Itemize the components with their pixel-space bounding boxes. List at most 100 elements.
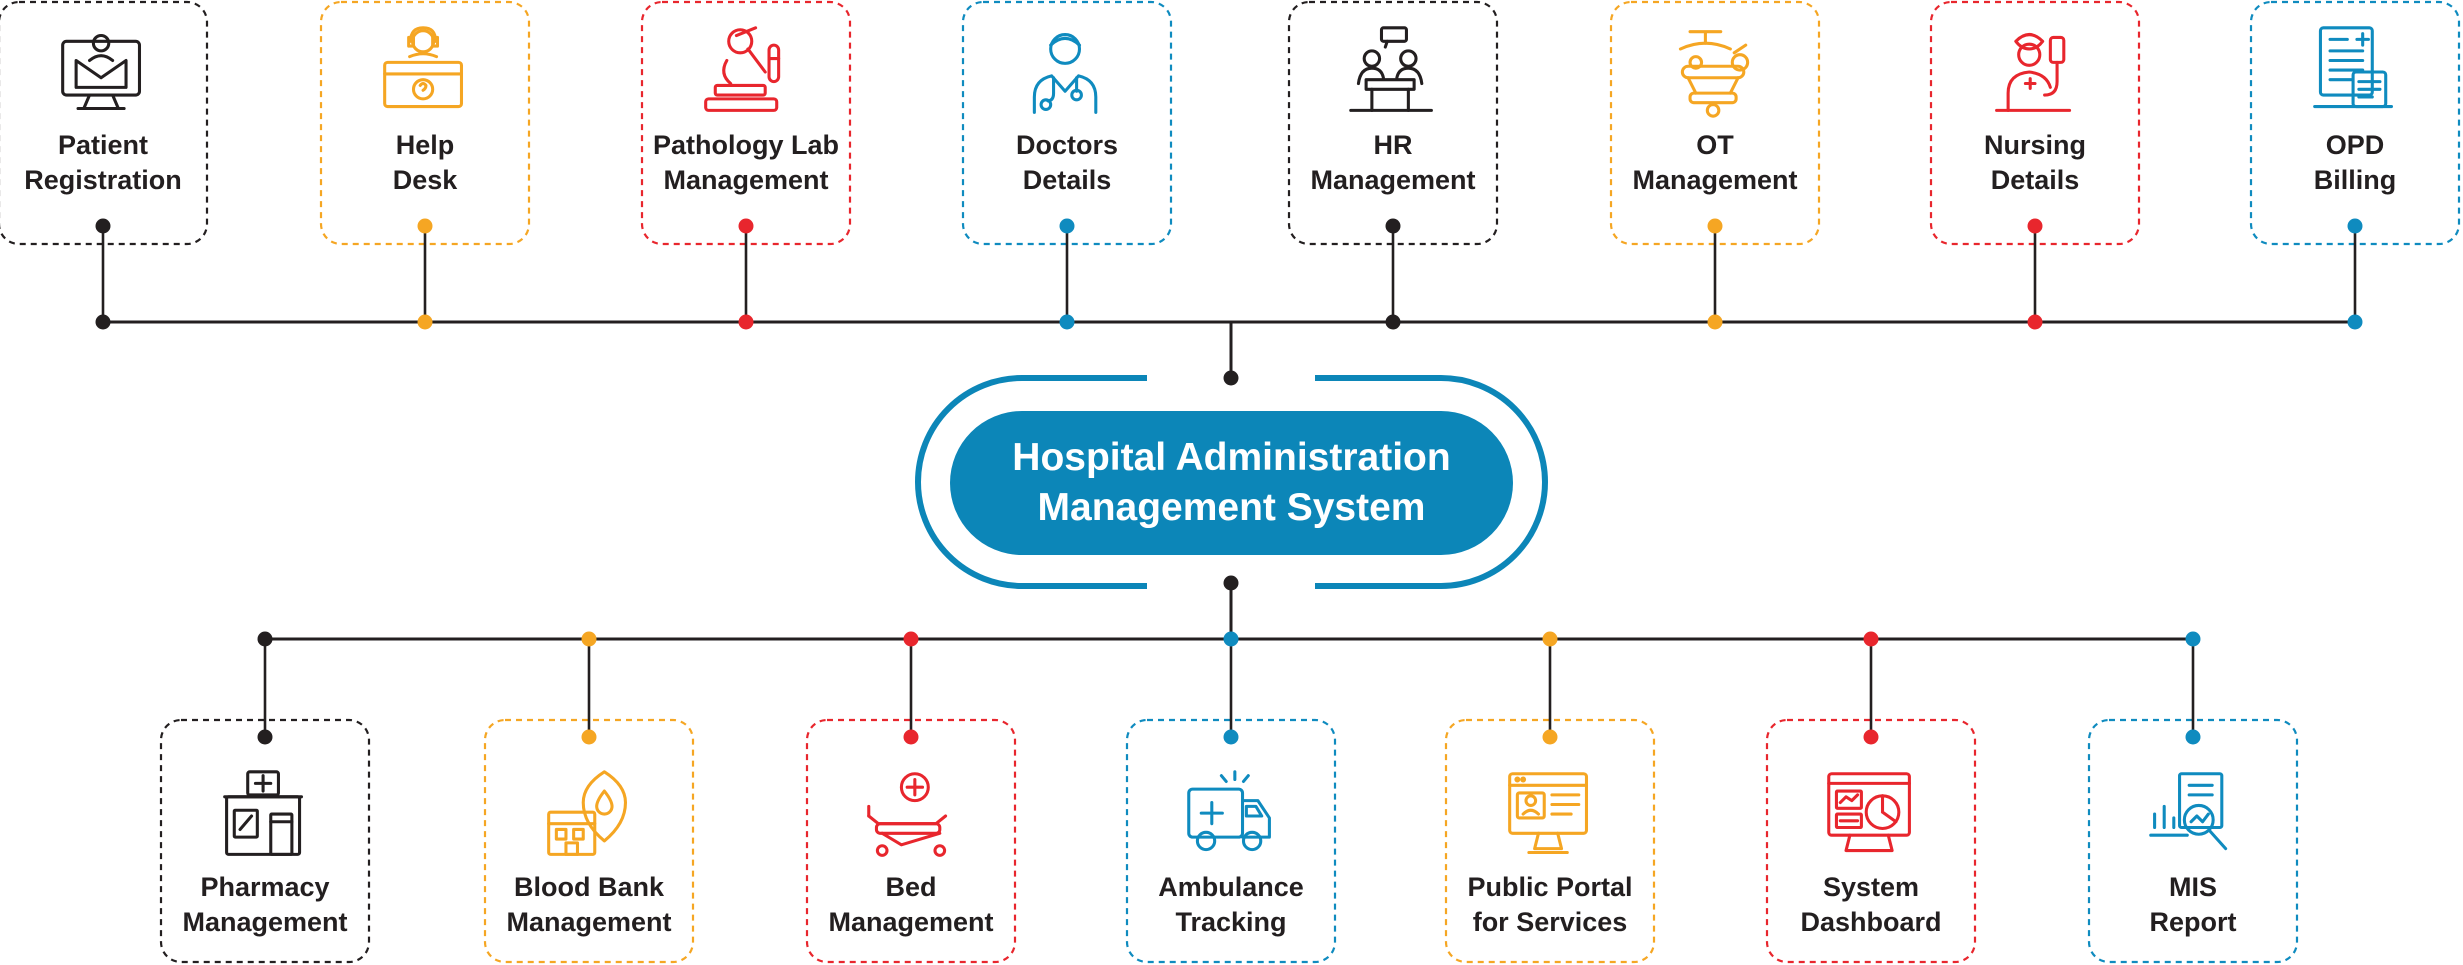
- module-top-4: [1287, 0, 1499, 246]
- module-box: [159, 718, 371, 964]
- module-label-line: Management: [182, 907, 348, 937]
- module-top-0: [0, 0, 209, 246]
- module-bottom-1: [483, 718, 695, 964]
- doctor-icon: [1032, 33, 1098, 114]
- module-label-line: Help: [395, 130, 455, 160]
- module-box: [2087, 718, 2299, 964]
- module-label-line: Nursing: [1983, 130, 2086, 160]
- module-box: [1929, 0, 2141, 246]
- module-label-line: Management: [506, 907, 672, 937]
- connector-dot: [581, 631, 597, 647]
- connector-dot: [1863, 631, 1879, 647]
- module-label-line: Bed: [885, 872, 937, 902]
- hub-title-line-2: Management System: [1037, 486, 1426, 529]
- module-label: Public Portal for Services: [1446, 870, 1654, 940]
- connector-dot: [2347, 218, 2363, 234]
- module-label-line: Public Portal: [1467, 872, 1633, 902]
- module-label-line: for Services: [1472, 907, 1628, 937]
- connector-dot: [2185, 729, 2201, 745]
- module-top-2: [640, 0, 852, 246]
- module-label-line: MIS: [2168, 872, 2217, 902]
- module-label-line: Management: [1310, 165, 1476, 195]
- connector-dot: [257, 631, 273, 647]
- connector-dot: [738, 218, 754, 234]
- connector-dot: [257, 729, 273, 745]
- module-box: [1765, 718, 1977, 964]
- module-box: [2249, 0, 2461, 246]
- pharmacy-icon: [223, 770, 304, 856]
- connector-dot: [2347, 314, 2363, 330]
- connector-dot: [903, 631, 919, 647]
- module-box: [961, 0, 1173, 246]
- connector-dot: [1863, 729, 1879, 745]
- connector-dot: [903, 729, 919, 745]
- connector-dot: [2027, 218, 2043, 234]
- ambulance-icon: [1187, 770, 1271, 852]
- module-box: [1287, 0, 1499, 246]
- connector-dot: [1059, 218, 1075, 234]
- connector-dot: [581, 729, 597, 745]
- module-label-line: Blood Bank: [513, 872, 664, 902]
- module-bottom-3: [1125, 718, 1337, 964]
- report-icon: [2149, 772, 2228, 851]
- hub-title-line-1: Hospital Administration: [1012, 436, 1451, 479]
- connector-dot: [738, 314, 754, 330]
- module-label-line: Desk: [392, 165, 458, 195]
- connector-dot: [1223, 631, 1239, 647]
- connector-dot: [1059, 314, 1075, 330]
- connector-dot: [95, 314, 111, 330]
- connector-dot: [417, 218, 433, 234]
- module-label-line: Report: [2149, 907, 2237, 937]
- module-label-line: Dashboard: [1800, 907, 1942, 937]
- module-box: [805, 718, 1017, 964]
- hub-title: Hospital Administration Management Syste…: [950, 411, 1513, 555]
- module-top-5: [1609, 0, 1821, 246]
- billing-icon: [2313, 26, 2394, 109]
- module-label-line: OPD: [2325, 130, 2385, 160]
- blood-bank-icon: [547, 770, 628, 856]
- module-bottom-5: [1765, 718, 1977, 964]
- operation-theatre-icon: [1678, 30, 1750, 118]
- module-label-line: Management: [828, 907, 994, 937]
- connector-dot: [1385, 218, 1401, 234]
- module-top-6: [1929, 0, 2141, 246]
- dashboard-icon: [1827, 772, 1911, 853]
- help-desk-icon: [383, 26, 464, 109]
- module-bottom-0: [159, 718, 371, 964]
- module-bottom-2: [805, 718, 1017, 964]
- microscope-icon: [704, 26, 781, 112]
- module-box: [640, 0, 852, 246]
- connector-dot: [1707, 218, 1723, 234]
- module-box: [0, 0, 209, 246]
- hr-meeting-icon: [1349, 26, 1433, 112]
- module-box: [1609, 0, 1821, 246]
- module-label-line: Doctors: [1015, 130, 1118, 160]
- connector-dot: [1542, 631, 1558, 647]
- module-box: [1444, 718, 1656, 964]
- module-box: [1125, 718, 1337, 964]
- module-top-7: [2249, 0, 2461, 246]
- module-label-line: Tracking: [1175, 907, 1287, 937]
- module-top-1: [319, 0, 531, 246]
- module-bottom-4: [1444, 718, 1656, 964]
- connector-dot: [2185, 631, 2201, 647]
- connector-dot: [1707, 314, 1723, 330]
- hospital-bed-icon: [867, 772, 948, 857]
- module-top-3: [961, 0, 1173, 246]
- connector-dot: [417, 314, 433, 330]
- module-label-line: OT: [1696, 130, 1734, 160]
- module-box: [319, 0, 531, 246]
- web-portal-icon: [1508, 772, 1589, 855]
